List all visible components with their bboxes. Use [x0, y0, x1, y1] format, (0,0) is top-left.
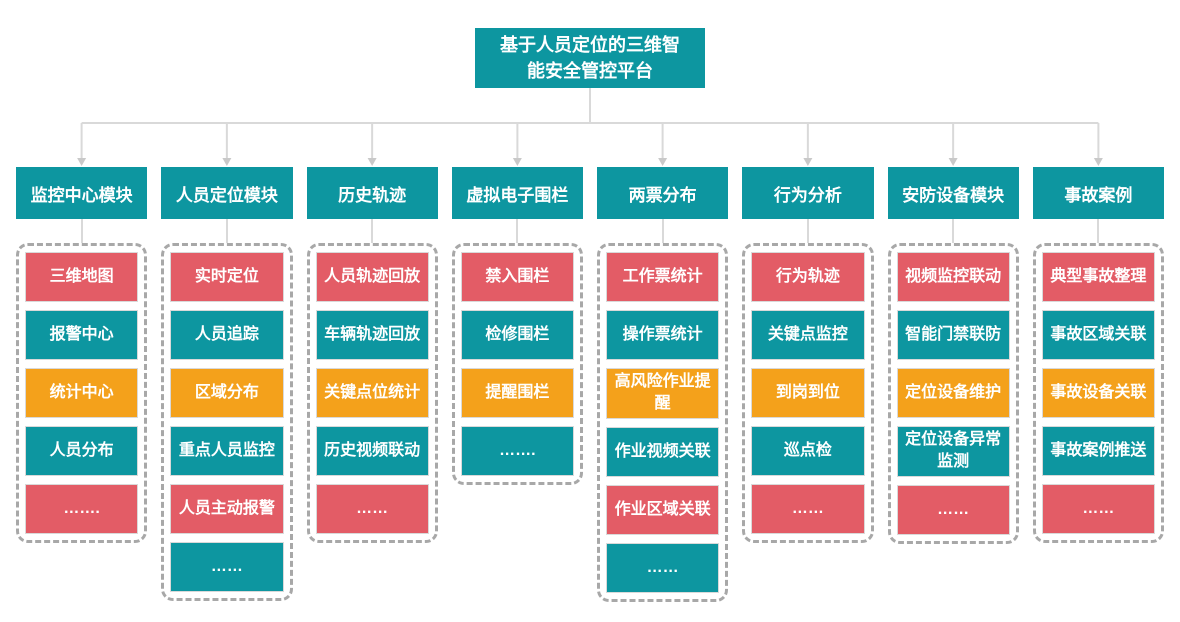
connector-stub: [952, 219, 955, 243]
module-item: 车辆轨迹回放: [315, 310, 429, 360]
module-item: 人员分布: [25, 426, 139, 476]
module-item: ……: [170, 542, 284, 592]
module-columns: 监控中心模块三维地图报警中心统计中心人员分布 ……. 人员定位模块实时定位人员追踪区…: [0, 167, 1180, 602]
module-item: 区域分布: [170, 368, 284, 418]
module-item: 禁入围栏: [460, 252, 574, 302]
module-item: 人员主动报警: [170, 484, 284, 534]
module-item: 操作票统计: [606, 310, 720, 360]
module-column: 历史轨迹人员轨迹回放车辆轨迹回放关键点位统计历史视频联动 ……: [306, 167, 438, 602]
module-item: ……: [751, 484, 865, 534]
module-header: 安防设备模块: [887, 167, 1019, 219]
module-item: 事故案例推送: [1041, 426, 1155, 476]
module-item: 行为轨迹: [751, 252, 865, 302]
module-item: 作业区域关联: [606, 484, 720, 535]
root-title: 基于人员定位的三维智 能安全管控平台: [500, 35, 680, 82]
module-column: 虚拟电子围栏禁入围栏检修围栏提醒围栏 …….: [451, 167, 583, 602]
module-header: 虚拟电子围栏: [451, 167, 583, 219]
module-item: …….: [25, 484, 139, 534]
connector-stub: [1097, 219, 1100, 243]
module-item: 到岗到位: [751, 368, 865, 418]
module-column: 监控中心模块三维地图报警中心统计中心人员分布 …….: [16, 167, 148, 602]
module-item: 人员追踪: [170, 310, 284, 360]
module-header: 监控中心模块: [16, 167, 148, 219]
module-item: 统计中心: [25, 368, 139, 418]
module-item: 重点人员监控: [170, 426, 284, 476]
module-item: 事故设备关联: [1041, 368, 1155, 418]
module-item: ……: [606, 542, 720, 593]
module-header: 事故案例: [1032, 167, 1164, 219]
module-item: 事故区域关联: [1041, 310, 1155, 360]
connector-stub: [661, 219, 664, 243]
connector-stub: [516, 219, 519, 243]
module-item: 高风险作业提 醒: [606, 368, 720, 419]
module-item: ……: [896, 484, 1010, 535]
module-items-group: 工作票统计操作票统计高风险作业提 醒作业视频关联作业区域关联 ……: [597, 243, 729, 602]
module-item: 关键点监控: [751, 310, 865, 360]
module-item: 定位设备异常 监测: [896, 426, 1010, 477]
module-items-group: 人员轨迹回放车辆轨迹回放关键点位统计历史视频联动 ……: [306, 243, 438, 543]
module-item: 定位设备维护: [896, 368, 1010, 418]
module-header: 两票分布: [597, 167, 729, 219]
module-item: 关键点位统计: [315, 368, 429, 418]
module-item: 工作票统计: [606, 252, 720, 302]
module-item: …….: [460, 426, 574, 476]
module-item: ……: [315, 484, 429, 534]
module-items-group: 典型事故整理事故区域关联事故设备关联事故案例推送 ……: [1032, 243, 1164, 543]
module-item: 视频监控联动: [896, 252, 1010, 302]
module-column: 两票分布工作票统计操作票统计高风险作业提 醒作业视频关联作业区域关联 ……: [597, 167, 729, 602]
module-item: 巡点检: [751, 426, 865, 476]
module-item: 检修围栏: [460, 310, 574, 360]
module-items-group: 三维地图报警中心统计中心人员分布 …….: [16, 243, 148, 543]
module-item: 历史视频联动: [315, 426, 429, 476]
module-column: 人员定位模块实时定位人员追踪区域分布重点人员监控人员主动报警 ……: [161, 167, 293, 602]
module-header: 行为分析: [742, 167, 874, 219]
module-items-group: 行为轨迹关键点监控到岗到位巡点检 ……: [742, 243, 874, 543]
connector-stub: [225, 219, 228, 243]
module-item: 作业视频关联: [606, 426, 720, 477]
module-item: 实时定位: [170, 252, 284, 302]
module-item: 报警中心: [25, 310, 139, 360]
module-header: 人员定位模块: [161, 167, 293, 219]
module-item: 典型事故整理: [1041, 252, 1155, 302]
module-column: 行为分析行为轨迹关键点监控到岗到位巡点检 ……: [742, 167, 874, 602]
connector-stub: [371, 219, 374, 243]
module-items-group: 实时定位人员追踪区域分布重点人员监控人员主动报警 ……: [161, 243, 293, 601]
module-items-group: 禁入围栏检修围栏提醒围栏 …….: [451, 243, 583, 485]
module-header: 历史轨迹: [306, 167, 438, 219]
root-node: 基于人员定位的三维智 能安全管控平台: [475, 28, 705, 89]
module-item: 提醒围栏: [460, 368, 574, 418]
module-items-group: 视频监控联动智能门禁联防定位设备维护定位设备异常 监测 ……: [887, 243, 1019, 544]
connector-stub: [806, 219, 809, 243]
module-item: 三维地图: [25, 252, 139, 302]
connector-stub: [80, 219, 83, 243]
module-item: 智能门禁联防: [896, 310, 1010, 360]
module-item: 人员轨迹回放: [315, 252, 429, 302]
module-column: 事故案例典型事故整理事故区域关联事故设备关联事故案例推送 ……: [1032, 167, 1164, 602]
module-item: ……: [1041, 484, 1155, 534]
module-column: 安防设备模块视频监控联动智能门禁联防定位设备维护定位设备异常 监测 ……: [887, 167, 1019, 602]
